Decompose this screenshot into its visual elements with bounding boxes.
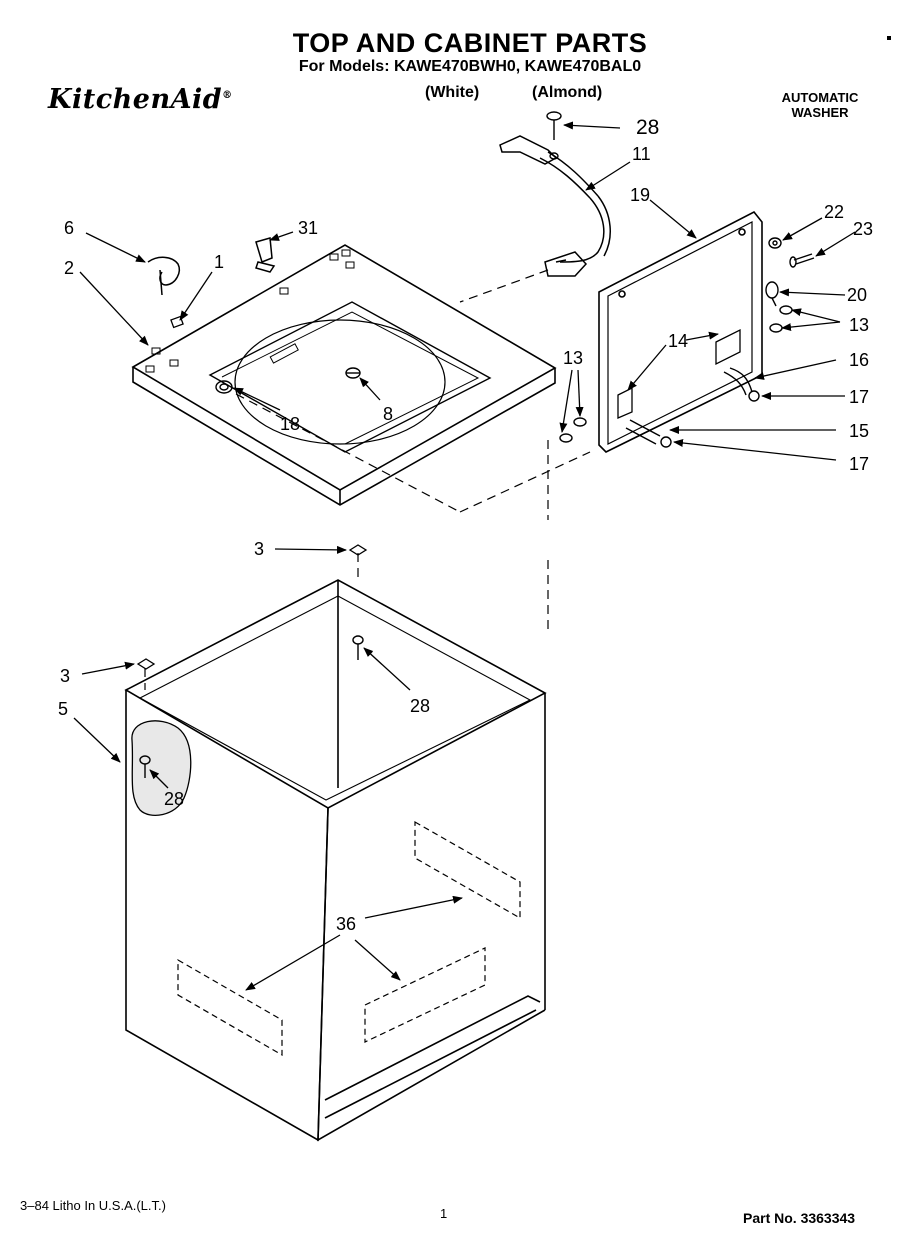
callout-13-left: 13 — [563, 348, 583, 368]
part-13-screws — [559, 305, 793, 443]
callout-23: 23 — [853, 219, 873, 239]
callout-16: 16 — [849, 350, 869, 370]
color-white-label: (White) — [425, 84, 480, 101]
callout-2: 2 — [64, 258, 74, 278]
part-36-labels — [177, 820, 521, 1057]
callout-17-upper: 17 — [849, 387, 869, 407]
color-almond-label: (Almond) — [532, 84, 603, 101]
product-type-line1: AUTOMATIC — [781, 90, 859, 105]
part-3-clips — [136, 544, 368, 670]
callout-28-cabinet: 28 — [410, 696, 430, 716]
registered-mark: ® — [222, 90, 233, 101]
callout-28-top: 28 — [636, 116, 659, 139]
part-15-tube — [625, 419, 661, 445]
part-23-screw — [789, 253, 815, 268]
product-type-line2: WASHER — [791, 105, 849, 120]
callout-6: 6 — [64, 218, 74, 238]
part-31-bracket — [255, 237, 276, 273]
part-20-knob — [765, 281, 779, 307]
callout-11: 11 — [632, 144, 651, 164]
callout-31: 31 — [298, 218, 318, 238]
part-18-plug — [215, 380, 233, 394]
leader-lines — [73, 121, 856, 991]
part-16-hose — [723, 367, 753, 396]
part-8-screw — [345, 367, 361, 379]
callout-22: 22 — [824, 202, 844, 222]
part-28-cabinet-screws — [139, 635, 364, 778]
cabinet — [124, 579, 547, 1142]
page-title: TOP AND CABINET PARTS — [292, 28, 648, 58]
part-11-wire-harness — [499, 135, 611, 277]
callout-15: 15 — [849, 421, 869, 441]
product-type: AUTOMATIC WASHER — [760, 90, 880, 120]
part-28-top-screw — [546, 111, 562, 160]
part-14-switch-bracket — [617, 328, 741, 419]
brand-name: KitchenAid — [48, 84, 223, 115]
callout-36: 36 — [336, 914, 356, 934]
part-number: Part No. 3363343 — [743, 1210, 856, 1226]
callout-18: 18 — [280, 414, 300, 434]
callout-17-lower: 17 — [849, 454, 869, 474]
models-line: For Models: KAWE470BWH0, KAWE470BAL0 — [298, 58, 642, 75]
callout-13-right: 13 — [849, 315, 869, 335]
callout-3-lower: 3 — [60, 666, 70, 686]
callout-20: 20 — [847, 285, 867, 305]
page-number: 1 — [440, 1206, 448, 1221]
callout-5: 5 — [58, 699, 68, 719]
callout-14: 14 — [668, 331, 688, 351]
washer-top-panel — [131, 244, 557, 506]
callout-28-cutaway: 28 — [164, 789, 184, 809]
litho-note: 3–84 Litho In U.S.A.(L.T.) — [20, 1198, 166, 1213]
callout-1: 1 — [214, 252, 224, 272]
callout-3-upper: 3 — [254, 539, 264, 559]
part-22-washer — [768, 237, 782, 249]
brand-logo: KitchenAid® — [48, 84, 233, 115]
callout-numbers: 6 2 1 31 28 11 19 22 23 20 13 14 16 13 1… — [58, 116, 873, 934]
callout-8: 8 — [383, 404, 393, 424]
part-17-caps — [660, 390, 760, 448]
part-6-spring-clip — [147, 256, 180, 296]
cabinet-cutaway — [131, 720, 192, 816]
corner-mark — [887, 36, 891, 40]
callout-19: 19 — [630, 185, 650, 205]
alignment-lines — [144, 269, 591, 690]
